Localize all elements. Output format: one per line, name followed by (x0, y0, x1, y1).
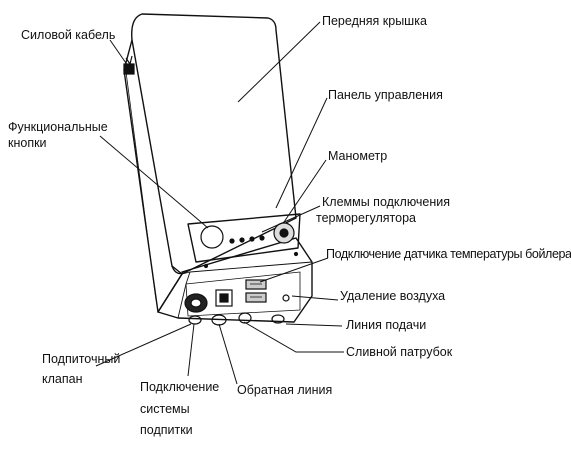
terminal-block-1 (245, 279, 267, 290)
label-front-cover: Передняя крышка (322, 14, 427, 28)
leader-lines (95, 21, 344, 385)
button-4-icon (259, 235, 265, 241)
label-power-cable: Силовой кабель (21, 28, 116, 42)
label-air-removal: Удаление воздуха (340, 289, 446, 303)
label-makeup-system-line3: подпитки (140, 423, 193, 437)
button-1-icon (229, 238, 235, 244)
air-vent-icon (282, 294, 290, 302)
panel-dot-right-icon (293, 251, 299, 257)
left-side-panel (123, 39, 183, 313)
drain-pipe-shape (238, 312, 252, 324)
label-manometer: Манометр (328, 149, 388, 163)
supply-pipe (271, 314, 285, 324)
label-terminals-line2: терморегулятора (316, 211, 416, 225)
label-control-panel: Панель управления (328, 88, 443, 102)
button-2-icon (239, 237, 245, 243)
label-supply-line: Линия подачи (346, 318, 427, 332)
label-makeup-valve-line1: Подпиточный (42, 352, 121, 366)
label-makeup-system-line1: Подключение (140, 380, 220, 394)
label-function-buttons-line1: Функциональные (8, 120, 108, 134)
panel-dot-left-icon (203, 263, 209, 269)
label-function-buttons-line2: кнопки (8, 136, 47, 150)
label-terminals-line1: Клеммы подключения (322, 195, 451, 209)
terminal-block-2 (245, 292, 267, 303)
front-cover-shape (131, 13, 297, 275)
button-3-icon (249, 236, 255, 242)
control-elements (200, 222, 299, 269)
left-dial-icon (200, 225, 224, 249)
power-cable-shape (123, 55, 135, 75)
label-makeup-valve-line2: клапан (42, 372, 83, 386)
bottom-components (184, 279, 290, 326)
label-boiler-sensor: Подключение датчика температуры бойлера (326, 247, 571, 261)
label-drain-pipe: Сливной патрубок (346, 345, 453, 359)
label-makeup-system-line2: системы (140, 402, 190, 416)
makeup-pipe (188, 315, 202, 325)
control-panel-shape (187, 213, 301, 263)
bottom-housing (157, 237, 313, 323)
label-return-line: Обратная линия (237, 383, 333, 397)
